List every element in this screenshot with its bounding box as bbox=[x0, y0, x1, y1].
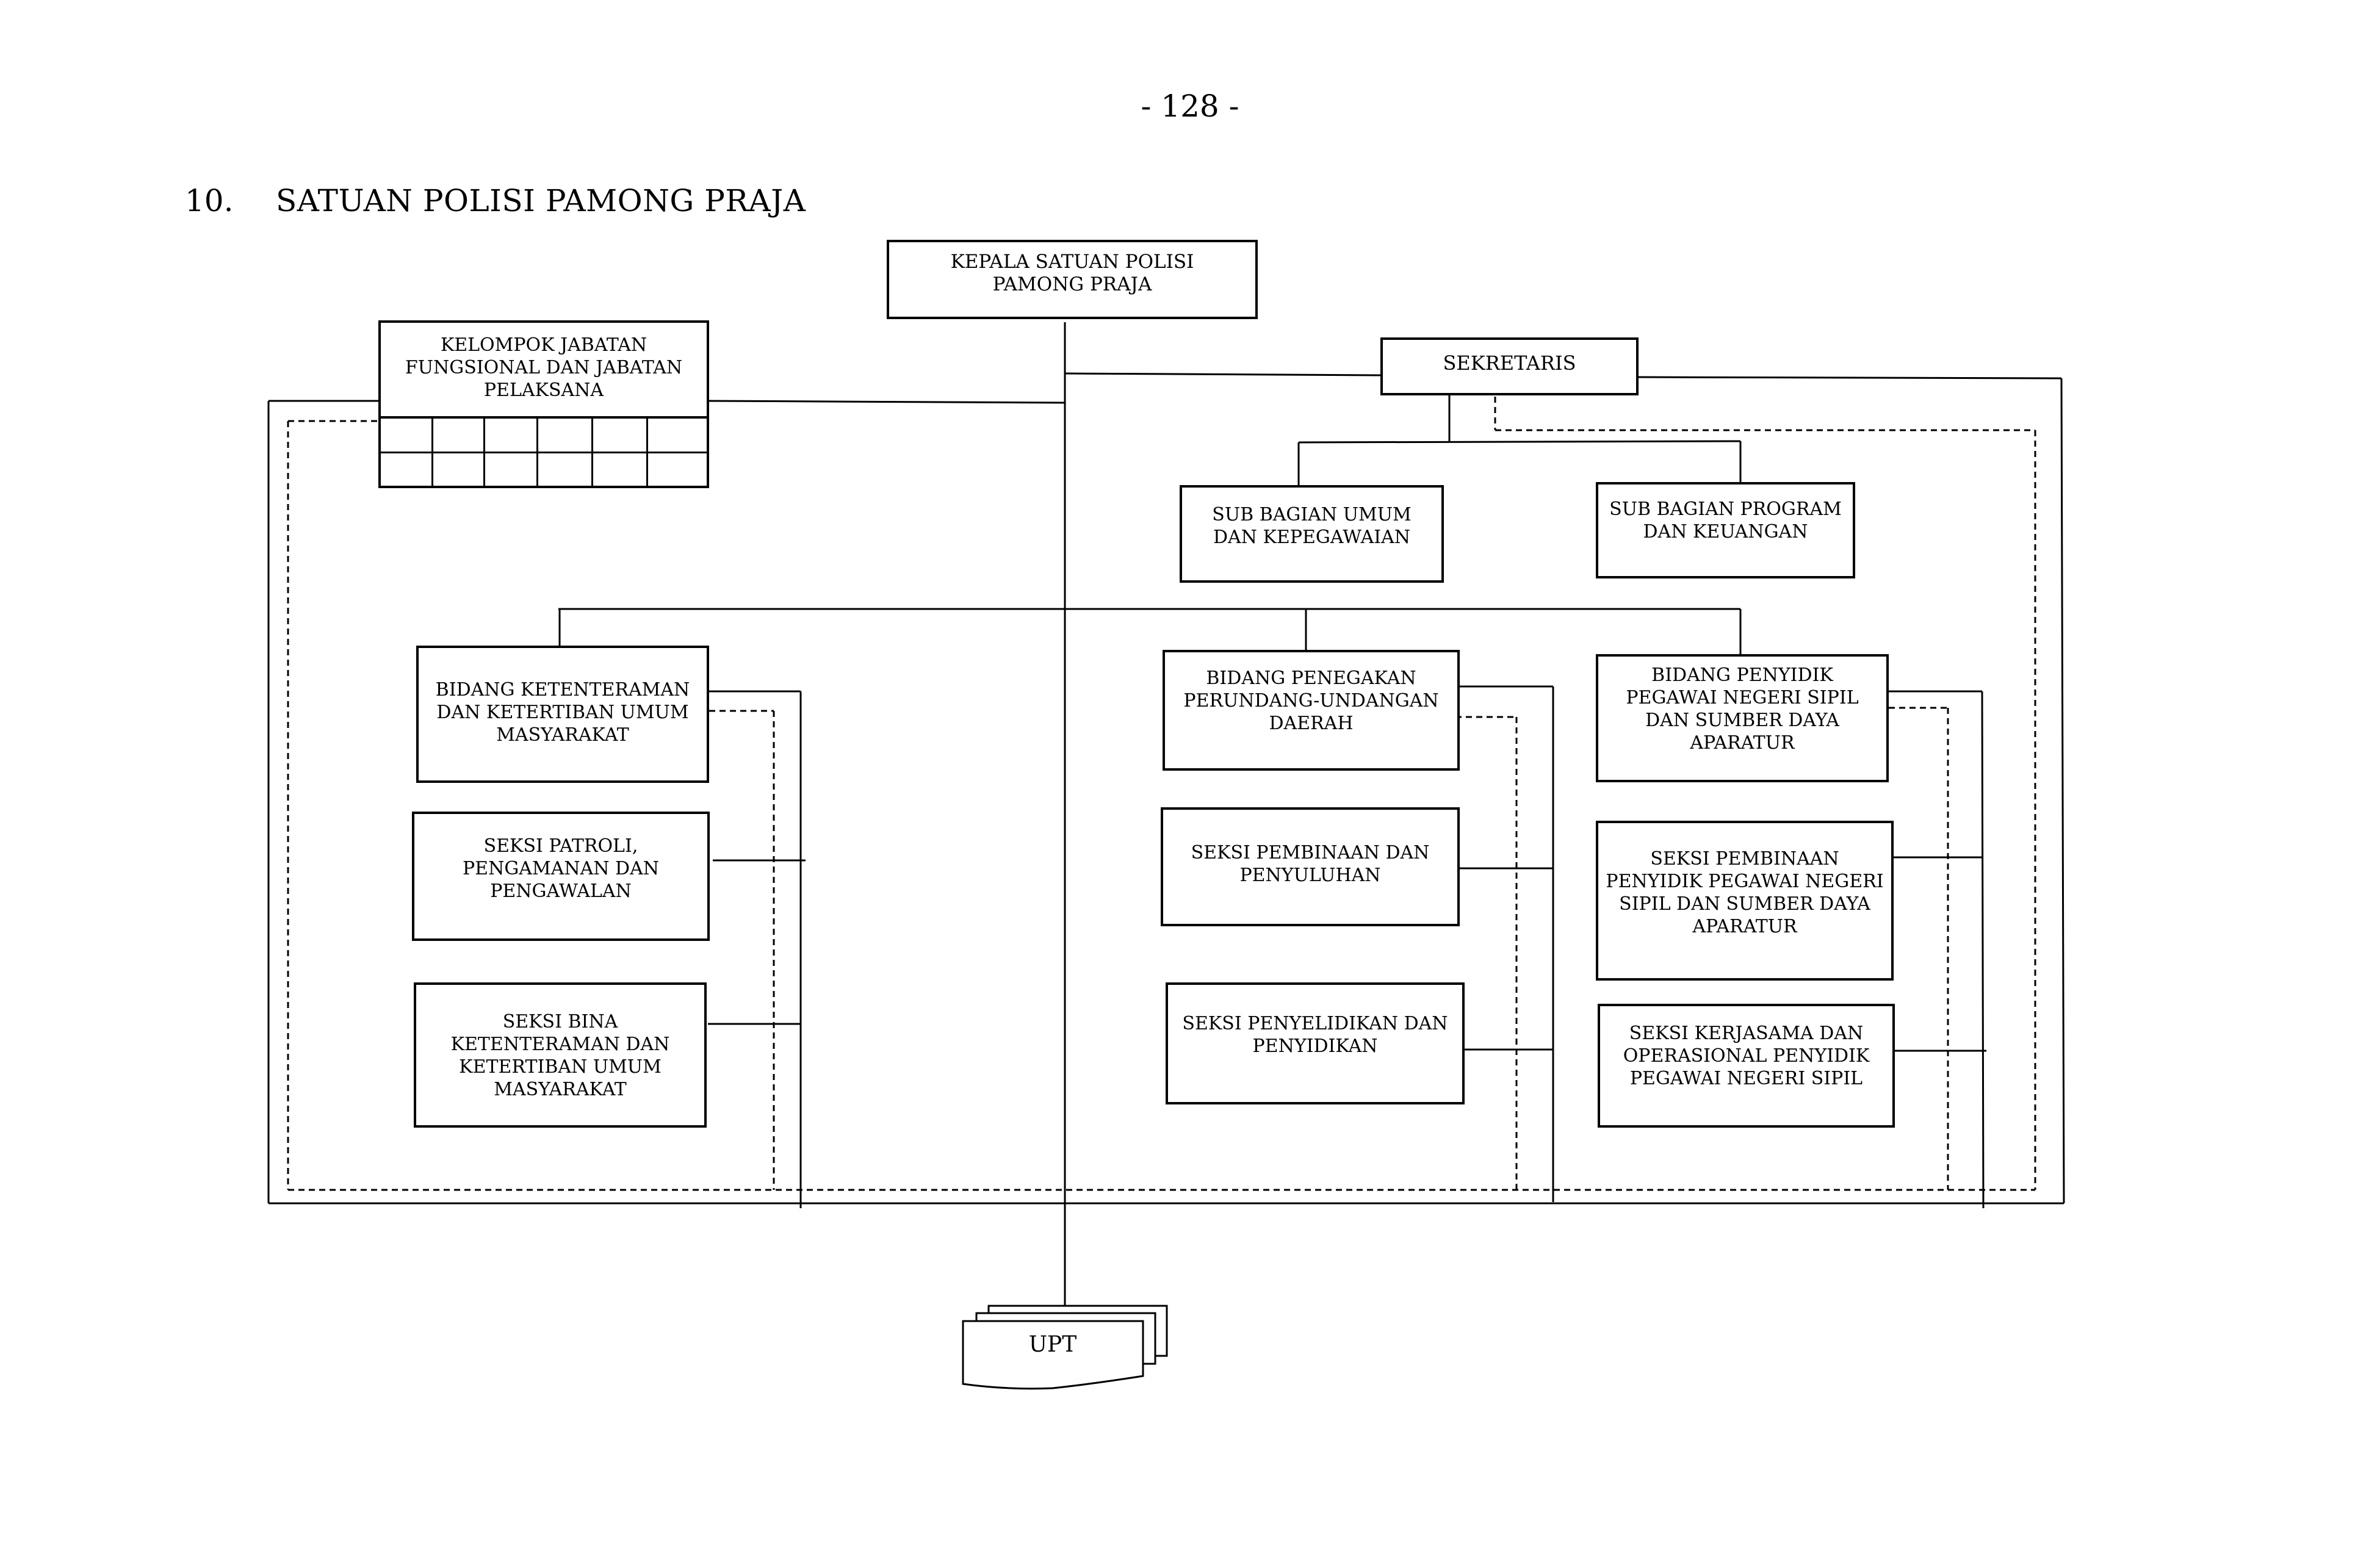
sub-bagian-bus bbox=[1298, 440, 1741, 444]
sekretaris-box: SEKRETARIS bbox=[1380, 337, 1639, 395]
seksi-pembinaan-penyuluhan-label: SEKSI PEMBINAAN DAN PENYULUHAN bbox=[1191, 842, 1430, 886]
sekretaris-label: SEKRETARIS bbox=[1443, 351, 1576, 375]
seksi-patroli-label: SEKSI PATROLI, PENGAMANAN DAN PENGAWALAN bbox=[462, 835, 660, 902]
bidang-penyidik-box: BIDANG PENYIDIK PEGAWAI NEGERI SIPIL DAN… bbox=[1596, 654, 1889, 782]
sekretaris-connector bbox=[1064, 372, 1381, 376]
sub-umum-label: SUB BAGIAN UMUM DAN KEPEGAWAIAN bbox=[1212, 504, 1412, 548]
seksi-patroli-box: SEKSI PATROLI, PENGAMANAN DAN PENGAWALAN bbox=[412, 812, 710, 941]
frame-right bbox=[2060, 378, 2065, 1204]
bidang-ketenteraman-label: BIDANG KETENTERAMAN DAN KETERTIBAN UMUM … bbox=[435, 679, 690, 746]
kelompok-box: KELOMPOK JABATAN FUNGSIONAL DAN JABATAN … bbox=[378, 320, 709, 418]
kelompok-connector bbox=[709, 400, 1066, 404]
seksi-penyelidikan-label: SEKSI PENYELIDIKAN DAN PENYIDIKAN bbox=[1182, 1013, 1448, 1057]
seksi-bina-box: SEKSI BINA KETENTERAMAN DAN KETERTIBAN U… bbox=[414, 982, 707, 1128]
kelompok-label: KELOMPOK JABATAN FUNGSIONAL DAN JABATAN … bbox=[405, 334, 683, 401]
frame-top-right bbox=[1638, 376, 2062, 380]
bidang-penegakan-label: BIDANG PENEGAKAN PERUNDANG-UNDANGAN DAER… bbox=[1183, 668, 1439, 734]
page-number: - 128 - bbox=[1141, 88, 1239, 124]
sub-program-label: SUB BAGIAN PROGRAM DAN KEUANGAN bbox=[1609, 499, 1842, 542]
kepala-box: KEPALA SATUAN POLISI PAMONG PRAJA bbox=[887, 240, 1258, 319]
upt-document-icon bbox=[962, 1305, 1168, 1390]
seksi-pembinaan-penyidik-box: SEKSI PEMBINAAN PENYIDIK PEGAWAI NEGERI … bbox=[1596, 821, 1894, 981]
seksi-pembinaan-penyidik-label: SEKSI PEMBINAAN PENYIDIK PEGAWAI NEGERI … bbox=[1606, 848, 1884, 937]
seksi-pembinaan-penyuluhan-box: SEKSI PEMBINAAN DAN PENYULUHAN bbox=[1161, 807, 1460, 926]
seksi-kerjasama-label: SEKSI KERJASAMA DAN OPERASIONAL PENYIDIK… bbox=[1623, 1023, 1870, 1089]
seksi-kerjasama-box: SEKSI KERJASAMA DAN OPERASIONAL PENYIDIK… bbox=[1598, 1004, 1895, 1128]
section-title: SATUAN POLISI PAMONG PRAJA bbox=[276, 183, 806, 218]
section-number: 10. bbox=[185, 183, 234, 218]
col3-bracket-line bbox=[1981, 691, 1985, 1209]
seksi-penyelidikan-box: SEKSI PENYELIDIKAN DAN PENYIDIKAN bbox=[1166, 982, 1465, 1104]
sub-program-box: SUB BAGIAN PROGRAM DAN KEUANGAN bbox=[1596, 482, 1855, 578]
bidang-ketenteraman-box: BIDANG KETENTERAMAN DAN KETERTIBAN UMUM … bbox=[416, 646, 709, 783]
kelompok-grid bbox=[378, 416, 709, 488]
bidang-penegakan-box: BIDANG PENEGAKAN PERUNDANG-UNDANGAN DAER… bbox=[1163, 650, 1460, 771]
sub-umum-box: SUB BAGIAN UMUM DAN KEPEGAWAIAN bbox=[1180, 485, 1444, 583]
kepala-label: KEPALA SATUAN POLISI PAMONG PRAJA bbox=[950, 251, 1194, 295]
bidang-penyidik-label: BIDANG PENYIDIK PEGAWAI NEGERI SIPIL DAN… bbox=[1626, 665, 1859, 754]
seksi-bina-label: SEKSI BINA KETENTERAMAN DAN KETERTIBAN U… bbox=[450, 1011, 670, 1100]
upt-label: UPT bbox=[1028, 1332, 1077, 1357]
